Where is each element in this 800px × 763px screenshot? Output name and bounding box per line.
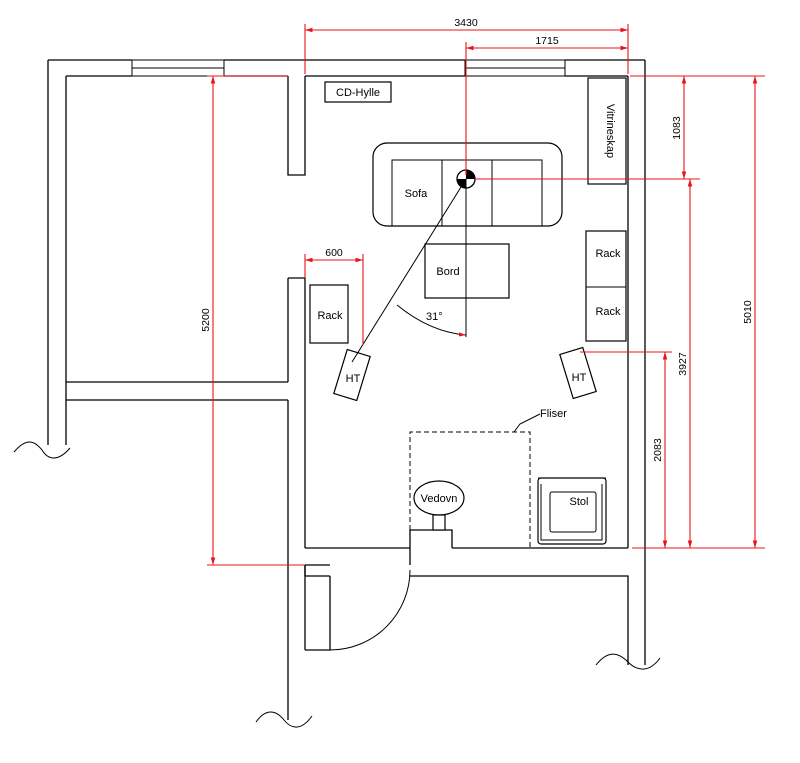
display-cabinet-label: Vitrineskap xyxy=(604,104,616,158)
stove-label: Vedovn xyxy=(421,493,458,505)
sofa-label: Sofa xyxy=(405,188,429,200)
dimension-listener-to-bottom: 3927 xyxy=(677,179,693,548)
walls xyxy=(13,59,661,728)
rack-right-top-label: Rack xyxy=(595,248,621,260)
left-length-dim: 5200 xyxy=(200,308,212,332)
chair: Stol xyxy=(537,477,607,545)
top-to-listener-dim: 1083 xyxy=(671,116,683,140)
rack-left-label: Rack xyxy=(317,310,343,322)
dimension-speaker-to-bottom: 2083 xyxy=(580,351,765,549)
wood-stove: Vedovn xyxy=(413,480,465,531)
window-right xyxy=(464,59,566,77)
tiles-label: Fliser xyxy=(540,408,567,420)
angle-label: 31° xyxy=(426,311,443,323)
speaker-left-label: HT xyxy=(346,373,361,385)
dimension-room-length: 5010 xyxy=(742,76,758,548)
rack-left: Rack xyxy=(309,284,349,344)
dimension-half-width: 1715 xyxy=(465,35,628,175)
window-left xyxy=(131,59,225,77)
room-length-dim: 5010 xyxy=(742,300,754,324)
door xyxy=(329,569,411,651)
coffee-table: Bord xyxy=(424,243,510,299)
half-width-dim: 1715 xyxy=(535,35,559,47)
table-label: Bord xyxy=(436,266,459,278)
dimension-left-length: 5200 xyxy=(200,75,305,566)
display-cabinet: Vitrineskap xyxy=(587,77,627,185)
listening-lines: 31° xyxy=(351,178,467,363)
dimension-rack-depth: 600 xyxy=(304,247,364,345)
speaker-left: HT xyxy=(333,348,371,402)
cd-shelf-label: CD-Hylle xyxy=(336,87,380,99)
dimension-top-to-listener: 1083 xyxy=(475,75,765,180)
chair-label: Stol xyxy=(570,496,589,508)
rack-depth-dim: 600 xyxy=(325,247,343,259)
room-width-dim: 3430 xyxy=(454,17,478,29)
cd-shelf: CD-Hylle xyxy=(324,81,392,103)
rack-right: Rack Rack xyxy=(585,230,627,342)
speaker-right-label: HT xyxy=(572,372,587,384)
speaker-to-bottom-dim: 2083 xyxy=(652,438,664,462)
speaker-right: HT xyxy=(559,346,597,400)
dimension-room-width: 3430 xyxy=(304,17,629,74)
listener-to-bottom-dim: 3927 xyxy=(677,352,689,376)
rack-right-bottom-label: Rack xyxy=(595,306,621,318)
tiles-area: Fliser xyxy=(409,408,567,548)
